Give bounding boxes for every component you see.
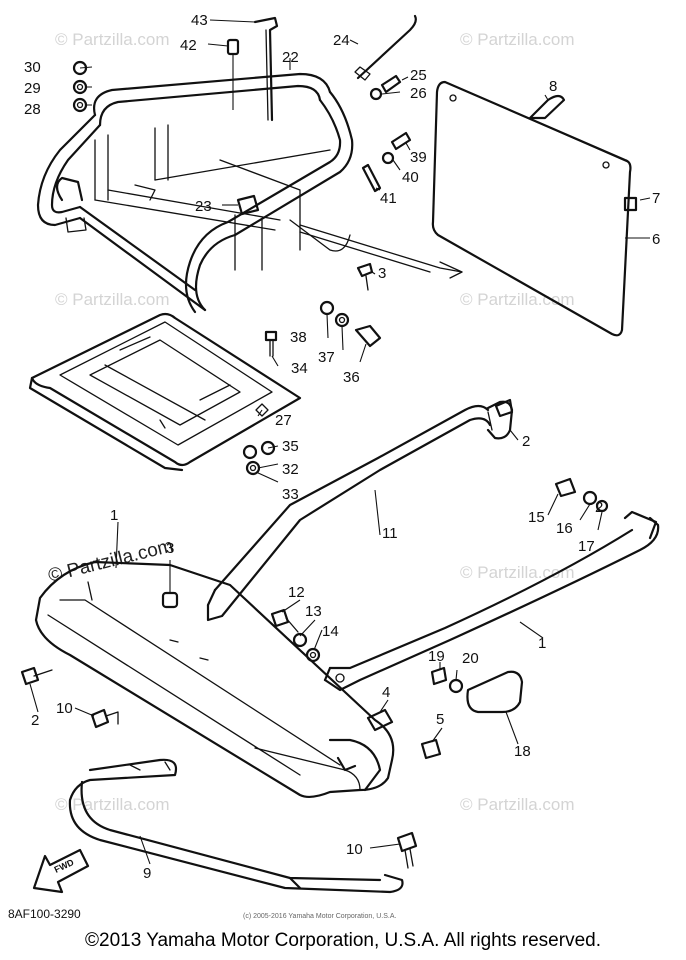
leader-lines [29,19,603,865]
skid-hardware [242,300,382,476]
part-label-3: 3 [166,540,174,557]
part-label-2: 2 [522,433,530,450]
bumper-hardware [20,398,609,869]
part-label-11: 11 [382,525,398,542]
part-label-28: 28 [24,101,41,118]
watermarks: © Partzilla.com © Partzilla.com © Partzi… [46,30,574,814]
part-label-34: 34 [291,360,308,377]
part-label-27: 27 [275,412,292,429]
part-label-13: 13 [305,603,322,620]
part-label-2: 2 [31,712,39,729]
fwd-label: FWD [53,857,76,875]
part-label-15: 15 [528,509,545,526]
watermark-strong: © Partzilla.com [46,536,175,587]
rack-hardware [72,14,417,291]
part-label-26: 26 [410,85,427,102]
small-copyright: (c) 2005-2016 Yamaha Motor Corporation, … [243,913,396,920]
part-label-16: 16 [556,520,573,537]
part-label-10: 10 [346,841,363,858]
watermark-text: © Partzilla.com [460,290,575,309]
part-label-19: 19 [428,648,445,665]
bumper-bar-1 [323,510,660,692]
part-label-1: 1 [538,635,546,652]
part-label-10: 10 [56,700,73,717]
watermark-text: © Partzilla.com [55,290,170,309]
part-label-23: 23 [195,198,212,215]
part-label-39: 39 [410,149,427,166]
watermark-text: © Partzilla.com [460,795,575,814]
fwd-arrow: FWD [32,848,90,894]
part-label-8: 8 [549,78,557,95]
bumper-bar-9 [68,758,404,894]
part-label-17: 17 [578,538,595,555]
part-label-25: 25 [410,67,427,84]
part-label-5: 5 [436,711,444,728]
part-label-43: 43 [191,12,208,29]
part-label-24: 24 [333,32,350,49]
diagram-code: 8AF100-3290 [8,907,81,921]
watermark-text: © Partzilla.com [460,30,575,49]
part-labels: 43 42 22 24 25 26 30 29 28 8 39 40 41 7 … [24,12,660,882]
watermark-text: © Partzilla.com [460,563,575,582]
skid-plate [28,312,302,472]
copyright-notice: ©2013 Yamaha Motor Corporation, U.S.A. A… [85,930,601,951]
part-label-42: 42 [180,37,197,54]
part-label-20: 20 [462,650,479,667]
part-label-30: 30 [24,59,41,76]
part-label-18: 18 [514,743,531,760]
part-label-22: 22 [282,49,299,66]
bumper-bar-11 [206,400,514,622]
part-label-12: 12 [288,584,305,601]
part-label-6: 6 [652,231,660,248]
part-label-9: 9 [143,865,151,882]
part-label-7: 7 [652,190,660,207]
part-label-40: 40 [402,169,419,186]
main-bumper [34,560,395,799]
part-label-2: 2 [595,499,603,516]
part-label-37: 37 [318,349,335,366]
part-label-1: 1 [110,507,118,524]
watermark-text: © Partzilla.com [55,30,170,49]
part-label-29: 29 [24,80,41,97]
part-label-41: 41 [380,190,397,207]
part-label-38: 38 [290,329,307,346]
part-label-3: 3 [378,265,386,282]
part-label-14: 14 [322,623,339,640]
watermark-text: © Partzilla.com [55,795,170,814]
part-label-35: 35 [282,438,299,455]
part-label-32: 32 [282,461,299,478]
part-label-4: 4 [382,684,390,701]
rear-carrier-rack [36,72,463,314]
part-label-33: 33 [282,486,299,503]
part-label-36: 36 [343,369,360,386]
license-plate [431,80,651,337]
